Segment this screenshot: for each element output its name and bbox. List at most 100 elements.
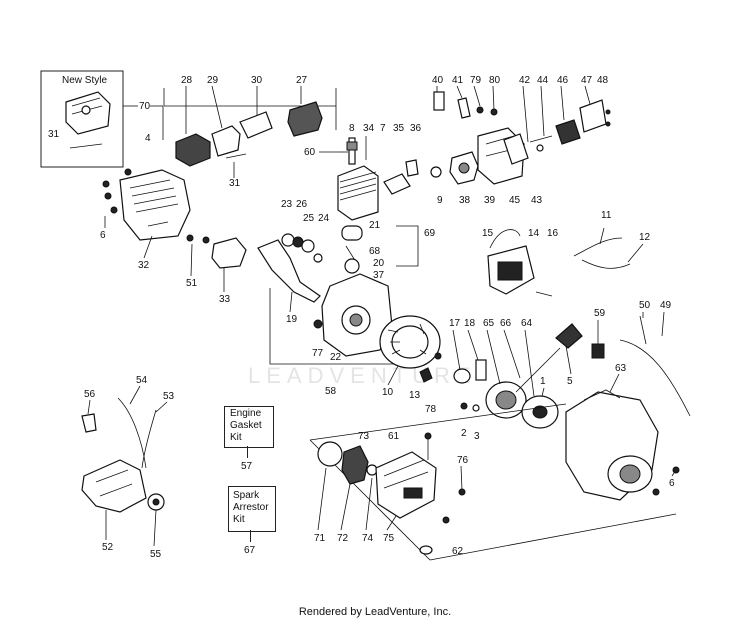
callout-55: 55 — [150, 549, 162, 560]
engine-gasket-kit-line2: Gasket — [230, 420, 262, 431]
new-style-clip-drawing — [69, 143, 103, 149]
callout-52: 52 — [102, 542, 114, 553]
callout-24: 24 — [318, 213, 330, 224]
insulator-36-drawing — [405, 159, 419, 177]
filter-holder-29-drawing — [211, 125, 241, 157]
callout-69: 69 — [424, 228, 436, 239]
footer-credit: Rendered by LeadVenture, Inc. — [298, 606, 452, 618]
engine-gasket-kit-number: 57 — [241, 461, 253, 472]
gasket-9-drawing — [430, 166, 442, 178]
muffler-72-drawing — [341, 445, 369, 485]
ignition-module-14-drawing — [487, 229, 535, 295]
callout-70: 70 — [139, 101, 151, 112]
callout-30: 30 — [251, 75, 263, 86]
piston-21-drawing — [341, 225, 363, 274]
callout-16: 16 — [547, 228, 559, 239]
callout-38: 38 — [459, 195, 471, 206]
line-54-drawing — [117, 397, 147, 469]
primer-56-drawing — [81, 413, 97, 433]
engine-housing-4-drawing — [119, 169, 191, 241]
bracket-40-drawing — [433, 91, 445, 111]
callout-78: 78 — [425, 404, 437, 415]
spark-arrestor-kit-box — [228, 486, 276, 532]
callout-32: 32 — [138, 260, 150, 271]
callout-35: 35 — [393, 123, 405, 134]
callout-80: 80 — [489, 75, 501, 86]
air-filter-27-drawing — [287, 101, 323, 137]
callout-5: 5 — [567, 376, 573, 387]
callout-60: 60 — [304, 147, 316, 158]
callout-6-left: 6 — [100, 230, 106, 241]
watermark: LEADVENTURE — [248, 363, 477, 388]
callout-21: 21 — [369, 220, 381, 231]
callout-58: 58 — [325, 386, 337, 397]
inset-title: New Style — [62, 75, 107, 86]
callout-22: 22 — [330, 352, 342, 363]
callout-37: 37 — [373, 270, 385, 281]
cover-47-drawing — [579, 99, 607, 133]
callout-7: 7 — [380, 123, 386, 134]
callout-2: 2 — [461, 428, 467, 439]
callout-56: 56 — [84, 389, 96, 400]
callout-44: 44 — [537, 75, 549, 86]
callout-17: 17 — [449, 318, 461, 329]
callout-28: 28 — [181, 75, 193, 86]
gasket-35-drawing — [383, 173, 411, 195]
callout-79: 79 — [470, 75, 482, 86]
callout-77: 77 — [312, 348, 324, 359]
callout-23: 23 — [281, 199, 293, 210]
callout-25: 25 — [303, 213, 315, 224]
callout-33: 33 — [219, 294, 231, 305]
line-53-drawing — [141, 409, 157, 469]
callout-73: 73 — [358, 431, 370, 442]
air-cover-30-drawing — [239, 111, 273, 139]
callout-labels: 28 29 30 27 70 31 4 60 8 34 7 35 36 40 4… — [48, 75, 675, 560]
callout-6-right: 6 — [669, 478, 675, 489]
lever-41-drawing — [457, 97, 471, 119]
callout-71: 71 — [314, 533, 326, 544]
starter-grip-5-drawing — [555, 323, 583, 349]
callout-26: 26 — [296, 199, 308, 210]
crankcase-22-drawing — [321, 273, 393, 357]
callout-65: 65 — [483, 318, 495, 329]
callout-20: 20 — [373, 258, 385, 269]
nut-62-drawing — [419, 545, 433, 555]
callout-40: 40 — [432, 75, 444, 86]
callout-4: 4 — [145, 133, 151, 144]
callout-72: 72 — [337, 533, 349, 544]
gasket-45-drawing — [503, 133, 529, 165]
callout-14: 14 — [528, 228, 540, 239]
callout-53: 53 — [163, 391, 175, 402]
callout-51: 51 — [186, 278, 198, 289]
callout-19: 19 — [286, 314, 298, 325]
callout-13: 13 — [409, 390, 421, 401]
callout-8: 8 — [349, 123, 355, 134]
callout-54: 54 — [136, 375, 148, 386]
callout-42: 42 — [519, 75, 531, 86]
callout-41: 41 — [452, 75, 464, 86]
carburetor-38-drawing — [449, 151, 479, 185]
callout-18: 18 — [464, 318, 476, 329]
callout-49: 49 — [660, 300, 672, 311]
callout-15: 15 — [482, 228, 494, 239]
callout-10: 10 — [382, 387, 394, 398]
air-filter-28-drawing — [175, 133, 211, 167]
engine-gasket-kit-box — [224, 406, 274, 448]
muffler-cover-75-drawing — [375, 451, 437, 519]
filter-46-drawing — [555, 119, 581, 145]
callout-47: 47 — [581, 75, 593, 86]
callout-36: 36 — [410, 123, 422, 134]
callout-66: 66 — [500, 318, 512, 329]
spark-plug-8-drawing — [346, 137, 358, 165]
callout-75: 75 — [383, 533, 395, 544]
callout-31-inset: 31 — [48, 129, 60, 140]
new-style-cover-drawing — [65, 91, 111, 135]
spark-arrestor-kit-line2: Arrestor — [233, 502, 269, 513]
bracket-52-drawing — [81, 459, 147, 513]
seal-77-drawing — [313, 319, 323, 329]
callout-34: 34 — [363, 123, 375, 134]
callout-3: 3 — [474, 431, 480, 442]
engine-gasket-kit-line3: Kit — [230, 432, 242, 443]
callout-61: 61 — [388, 431, 400, 442]
